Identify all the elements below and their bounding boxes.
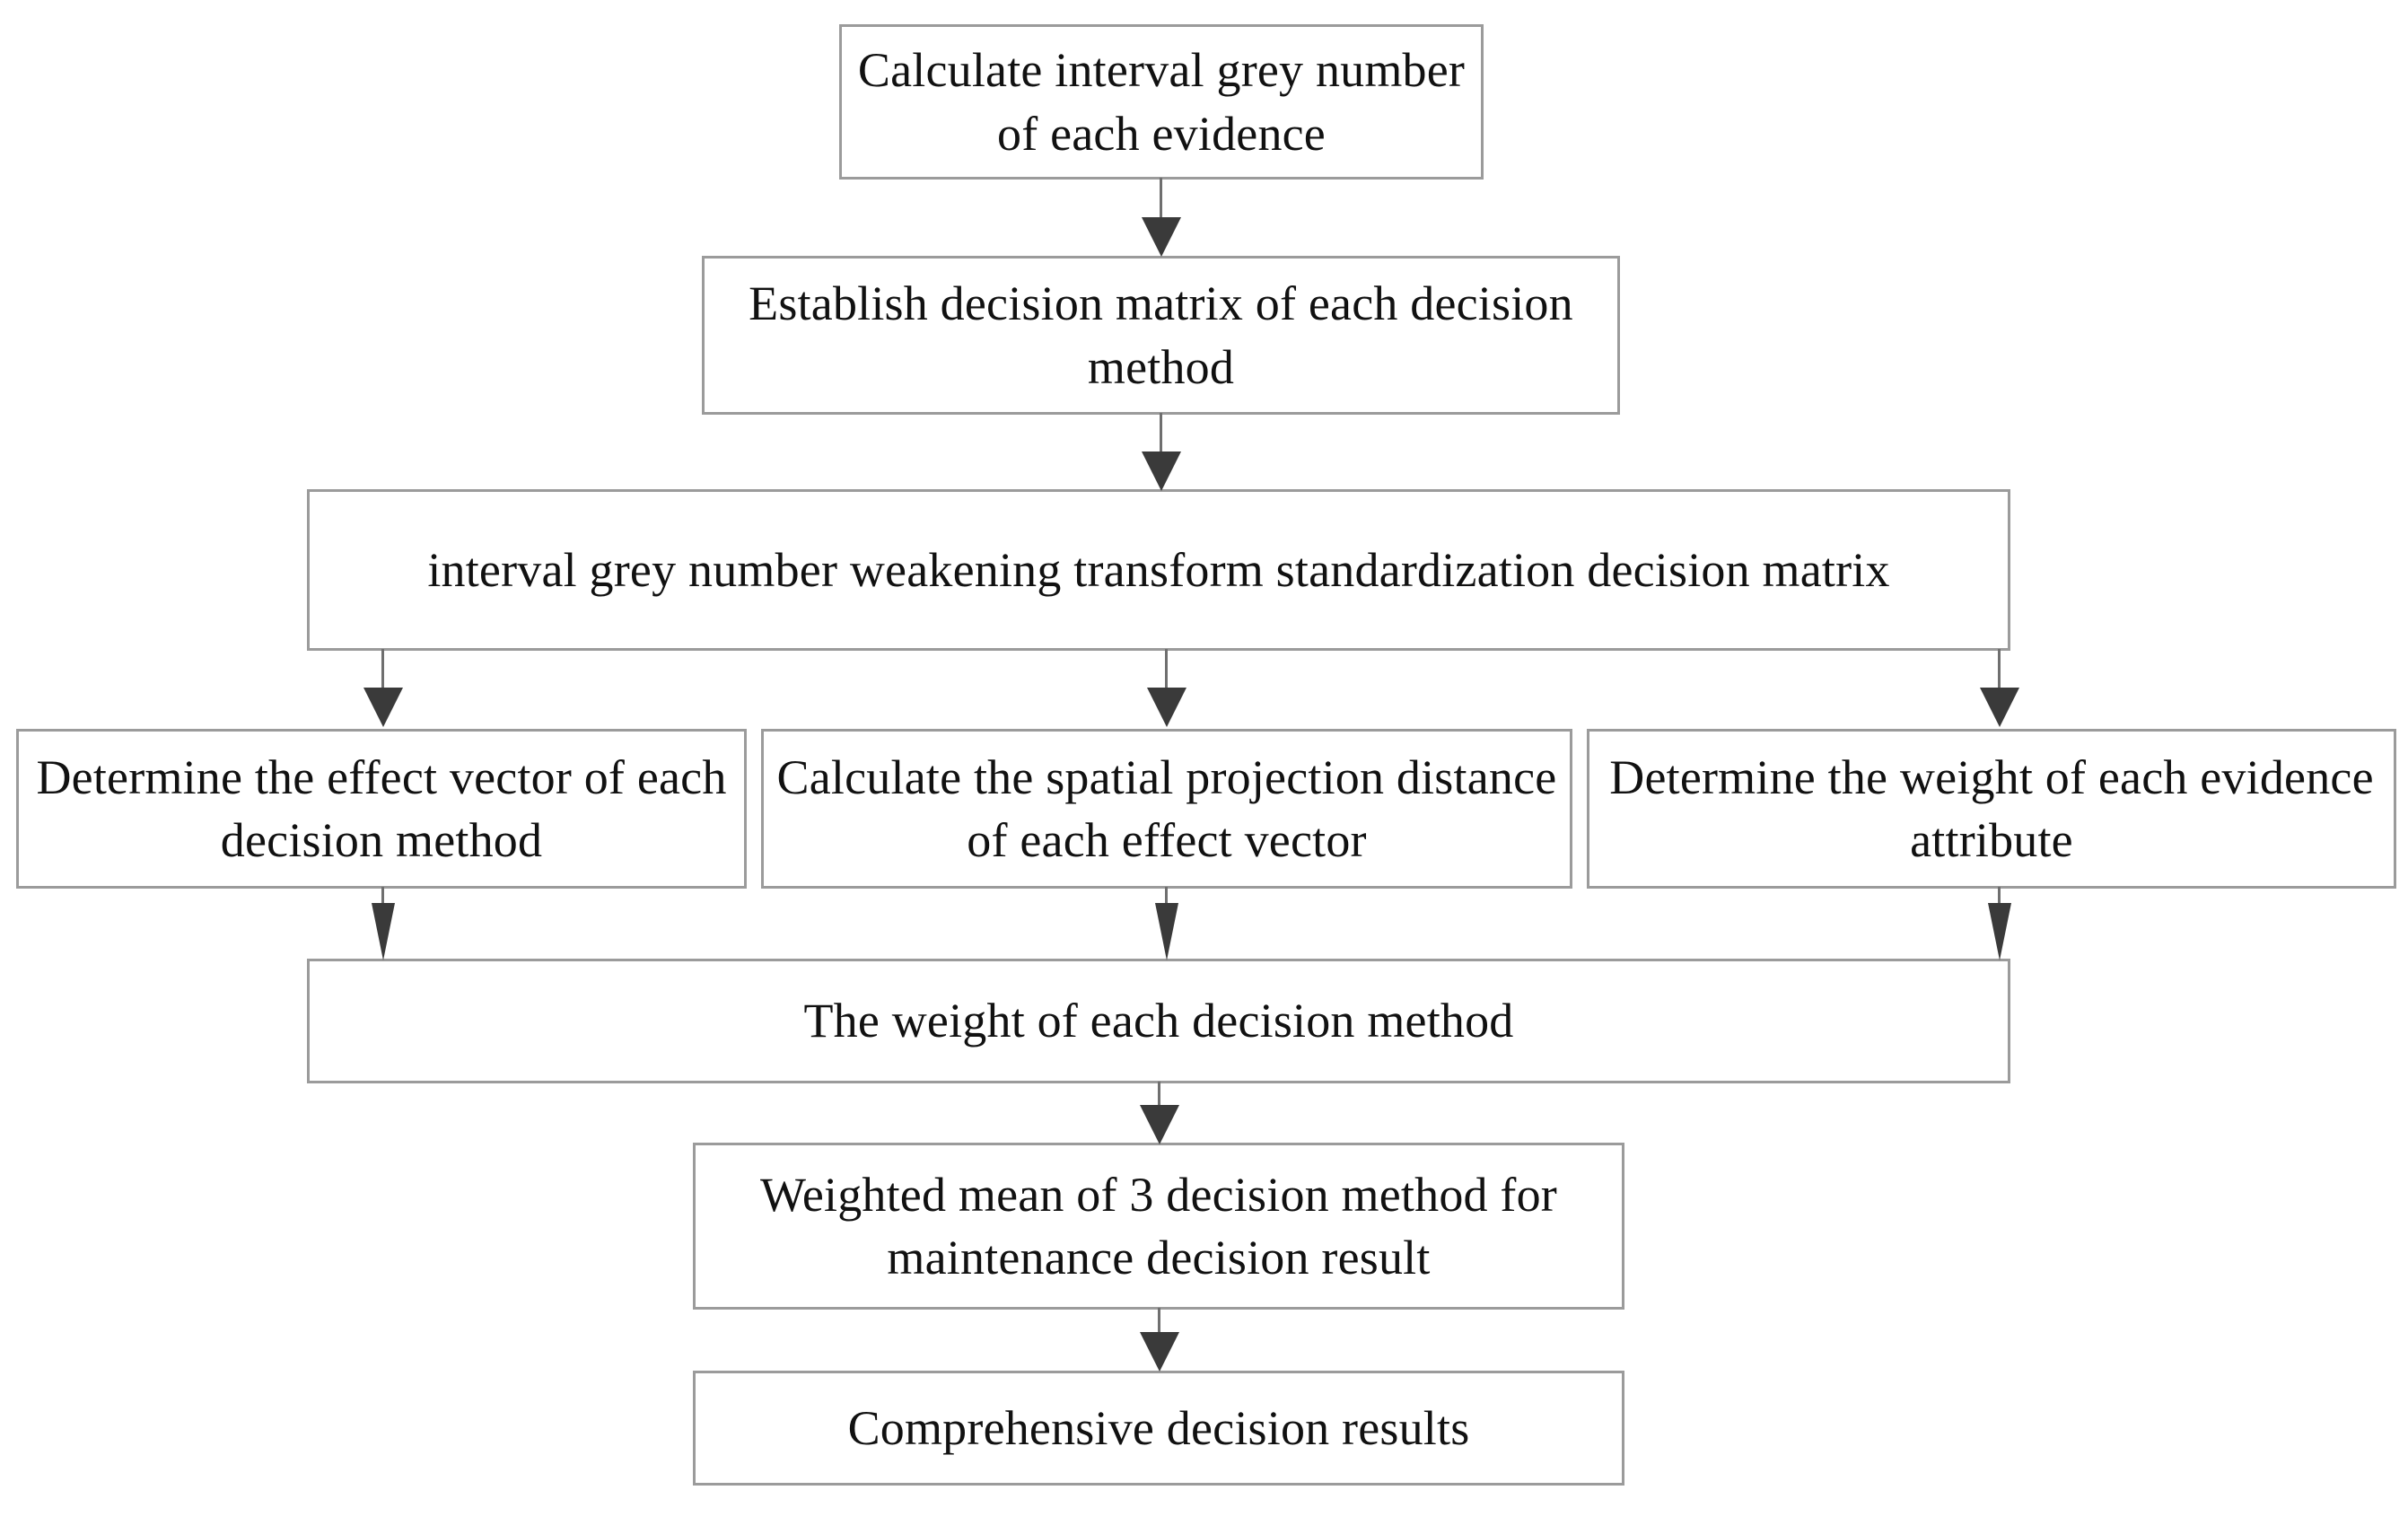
- arrowhead-icon: [1980, 688, 2019, 727]
- arrowhead-icon: [1155, 903, 1178, 960]
- arrowhead-icon: [1142, 217, 1181, 257]
- edge-stem: [1165, 649, 1168, 692]
- node-label: Calculate interval grey number of each e…: [857, 43, 1466, 161]
- edge-stem: [1998, 649, 2001, 692]
- node-label: interval grey number weakening transform…: [427, 542, 1890, 597]
- node-calculate-spatial-projection-distance[interactable]: Calculate the spatial projection distanc…: [761, 729, 1572, 889]
- arrowhead-icon: [363, 688, 403, 727]
- arrowhead-icon: [1147, 688, 1186, 727]
- node-establish-decision-matrix[interactable]: Establish decision matrix of each decisi…: [702, 256, 1620, 415]
- node-label: Weighted mean of 3 decision method for m…: [759, 1167, 1557, 1284]
- edge-stem: [381, 887, 384, 907]
- node-determine-effect-vector[interactable]: Determine the effect vector of each deci…: [16, 729, 747, 889]
- arrowhead-icon: [1142, 451, 1181, 491]
- arrowhead-icon: [372, 903, 395, 960]
- edge-stem: [381, 649, 384, 692]
- node-determine-weight-evidence-attribute[interactable]: Determine the weight of each evidence at…: [1587, 729, 2396, 889]
- node-label: Calculate the spatial projection distanc…: [776, 749, 1557, 867]
- edge-stem: [1998, 887, 2001, 907]
- node-label: Determine the weight of each evidence at…: [1609, 749, 2374, 867]
- node-label: The weight of each decision method: [803, 994, 1514, 1048]
- edge-stem: [1158, 1082, 1160, 1110]
- arrowhead-icon: [1988, 903, 2011, 960]
- edge-stem: [1160, 178, 1162, 223]
- edge-stem: [1158, 1308, 1160, 1337]
- node-weakening-transform-standardization[interactable]: interval grey number weakening transform…: [307, 489, 2010, 651]
- edge-stem: [1160, 413, 1162, 456]
- node-label: Comprehensive decision results: [847, 1400, 1470, 1455]
- node-comprehensive-decision-results[interactable]: Comprehensive decision results: [693, 1371, 1624, 1486]
- node-calculate-interval-grey-number[interactable]: Calculate interval grey number of each e…: [839, 24, 1484, 180]
- arrowhead-icon: [1140, 1332, 1179, 1372]
- node-weight-of-each-decision-method[interactable]: The weight of each decision method: [307, 959, 2010, 1083]
- arrowhead-icon: [1140, 1105, 1179, 1144]
- node-label: Establish decision matrix of each decisi…: [749, 276, 1573, 394]
- node-weighted-mean-maintenance-decision[interactable]: Weighted mean of 3 decision method for m…: [693, 1143, 1624, 1310]
- edge-stem: [1165, 887, 1168, 907]
- node-label: Determine the effect vector of each deci…: [36, 749, 727, 867]
